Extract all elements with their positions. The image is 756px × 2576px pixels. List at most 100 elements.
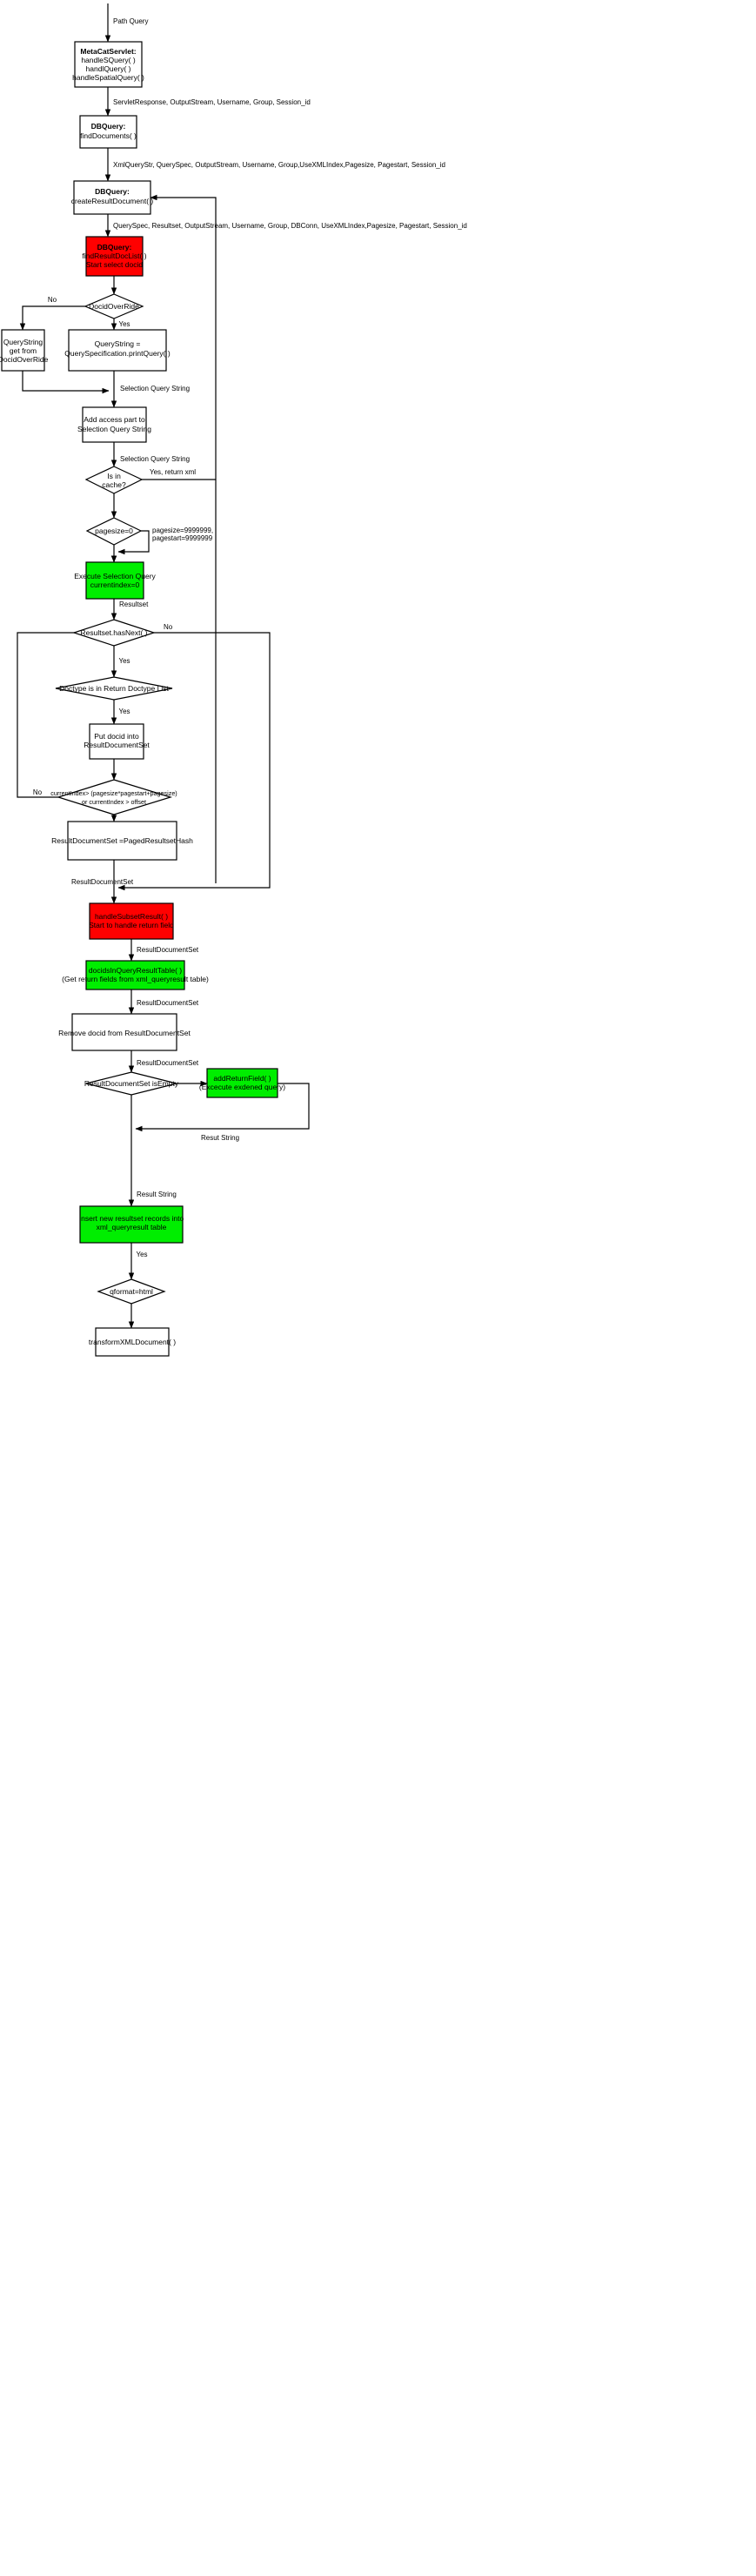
- node-qformat-html-decision[interactable]: qformat=html: [97, 1278, 166, 1305]
- label-pagestart-assign: pagestart=9999999: [152, 534, 213, 542]
- conn-querystring-left-to-junction: [22, 371, 110, 394]
- label-no-3: No: [33, 788, 43, 796]
- node-add-access-part[interactable]: Add access part to Selection Query Strin…: [77, 406, 151, 443]
- label-yes-4: Yes: [136, 1251, 147, 1258]
- removedocid-label: Remove docid from ResultDocumentSet: [58, 1029, 191, 1037]
- node-put-docid[interactable]: Put docid into ResultDocumentSet: [84, 723, 150, 760]
- node-dbquery-findresultdoclist[interactable]: DBQuery: findResultDocList( ) Start sele…: [82, 236, 147, 277]
- docidsinquery-l1: docidsInQueryResultTable( ): [89, 966, 182, 975]
- metacatservlet-line4: handleSpatialQuery( ): [72, 73, 144, 82]
- isempty-label: ResultDocumentSet isEmpty: [84, 1079, 179, 1088]
- cache-l2: cache?: [102, 480, 126, 489]
- hasnext-label: Resultset.hasNext( ): [81, 628, 148, 637]
- node-is-in-cache-decision[interactable]: Is in cache?: [84, 466, 144, 494]
- finddocs-line2: findDocuments( ): [80, 131, 137, 140]
- label-yes-2: Yes: [118, 657, 130, 665]
- execute-l1: Execute Selection Query: [74, 572, 156, 580]
- metacatservlet-line3: handlQuery( ): [86, 64, 131, 73]
- label-selection-query-string-2: Selection Query String: [120, 455, 190, 463]
- label-resultdocumentset-4: ResultDocumentSet: [137, 1059, 199, 1067]
- conn-pagesize-right-loop: [117, 530, 150, 555]
- label-resultdocumentset-3: ResultDocumentSet: [137, 999, 199, 1007]
- label-yes-1: Yes: [118, 320, 130, 328]
- pagedhash-label: ResultDocumentSet =PagedResultsetHash: [51, 836, 193, 845]
- doctype-label: Doctype is in Return Doctype List: [59, 684, 169, 693]
- create-title: DBQuery:: [95, 187, 130, 196]
- conn-hasnext-no-to-join: [117, 632, 271, 891]
- label-selection-query-string-1: Selection Query String: [120, 385, 190, 392]
- label-queryspec-resultset: QuerySpec, Resultset, OutputStream, User…: [113, 222, 467, 230]
- label-result-string-2: Result String: [137, 1191, 177, 1198]
- node-querystring-from-docidoverride[interactable]: QueryString get from DocidOverRide: [0, 329, 49, 372]
- node-execute-selection-query[interactable]: Execute Selection Query currentindex=0: [74, 561, 157, 600]
- qs-right-l1: QueryString =: [95, 339, 141, 348]
- qs-left-l3: DocidOverRide: [0, 355, 49, 364]
- addaccess-l2: Selection Query String: [77, 425, 151, 433]
- findresultdoclist-line2: findResultDocList( ): [82, 252, 146, 260]
- label-resut-string-1: Resut String: [201, 1134, 239, 1142]
- putdocid-l1: Put docid into: [94, 732, 139, 741]
- label-servlet-response: ServletResponse, OutputStream, Username,…: [113, 98, 311, 106]
- insert-l2: xml_queryresult table: [97, 1223, 167, 1231]
- findresultdoclist-line3: Start select docid: [86, 260, 143, 269]
- node-metacatservlet[interactable]: MetaCatServlet: handleSQuery( ) handlQue…: [72, 41, 144, 88]
- node-add-return-field[interactable]: addReturnField( ) (Excecute exdened quer…: [199, 1068, 285, 1098]
- conn-cond-no-loop-back: [17, 629, 106, 798]
- node-pagesize-zero-decision[interactable]: pagesize=0: [85, 517, 143, 546]
- label-yes-return-xml: Yes, return xml: [150, 468, 196, 476]
- handlesubset-l2: Start to handle return field: [89, 921, 174, 929]
- handlesubset-l1: handleSubsetResult( ): [95, 912, 168, 921]
- label-path-query: Path Query: [113, 17, 148, 25]
- label-resultset: Resultset: [119, 600, 149, 608]
- node-doctype-in-list-decision[interactable]: Doctype is in Return Doctype List: [55, 676, 173, 701]
- finddocs-title: DBQuery:: [91, 122, 126, 131]
- cond-l2: or currentIndex > offset: [82, 798, 146, 806]
- addreturnfield-l1: addReturnField( ): [213, 1074, 271, 1083]
- node-insert-new-resultset-records[interactable]: Insert new resultset records into xml_qu…: [79, 1205, 184, 1244]
- metacatservlet-title: MetaCatServlet:: [80, 47, 136, 56]
- label-resultdocumentset-2: ResultDocumentSet: [137, 946, 199, 954]
- transform-label: transformXMLDocument( ): [89, 1338, 176, 1346]
- node-paged-resultset-hash[interactable]: ResultDocumentSet =PagedResultsetHash: [51, 821, 193, 861]
- conn-addreturnfield-loop: [135, 1083, 310, 1132]
- metacatservlet-line2: handleSQuery( ): [81, 56, 136, 64]
- label-resultdocumentset-1: ResultDocumentSet: [71, 878, 134, 886]
- qs-left-l2: get from: [10, 346, 37, 355]
- node-dbquery-finddocuments[interactable]: DBQuery: findDocuments( ): [79, 115, 137, 149]
- findresultdoclist-title: DBQuery:: [97, 243, 132, 252]
- node-docids-in-query-result-table[interactable]: docidsInQueryResultTable( ) (Get return …: [62, 960, 209, 990]
- label-yes-3: Yes: [118, 708, 130, 715]
- execute-l2: currentindex=0: [90, 580, 140, 589]
- label-no-2: No: [164, 623, 173, 631]
- node-currentindex-condition-decision[interactable]: currentIndex> (pagesize*pagestart+pagesi…: [50, 779, 177, 815]
- docidoverride-label: DocidOverRide: [89, 302, 139, 311]
- qs-left-l1: QueryString: [3, 338, 43, 346]
- node-handle-subset-result[interactable]: handleSubsetResult( ) Start to handle re…: [89, 902, 174, 940]
- addreturnfield-l2: (Excecute exdened query): [199, 1083, 285, 1091]
- node-transform-xml-document[interactable]: transformXMLDocument( ): [89, 1327, 176, 1357]
- qs-right-l2: QuerySpecification.printQuery( ): [64, 349, 171, 358]
- insert-l1: Insert new resultset records into: [79, 1214, 184, 1223]
- label-pagesize-assign: pagesize=9999999,: [152, 527, 213, 534]
- label-no-1: No: [48, 296, 57, 304]
- edge-label-layer: Path Query ServletResponse, OutputStream…: [33, 17, 467, 1258]
- node-resultdocumentset-isempty-decision[interactable]: ResultDocumentSet isEmpty: [84, 1071, 179, 1096]
- cache-l1: Is in: [107, 472, 121, 480]
- conn-cache-return-to-create: [150, 194, 217, 883]
- node-dbquery-createresultdocument[interactable]: DBQuery: createResultDocument( ): [71, 180, 154, 215]
- label-xmlquerystr: XmlQueryStr, QuerySpec, OutputStream, Us…: [113, 161, 445, 169]
- node-querystring-printquery[interactable]: QueryString = QuerySpecification.printQu…: [64, 329, 171, 372]
- node-resultset-hasnext-decision[interactable]: Resultset.hasNext( ): [72, 619, 156, 647]
- pagesize-label: pagesize=0: [95, 527, 133, 535]
- qformat-label: qformat=html: [110, 1287, 153, 1296]
- cond-l1: currentIndex> (pagesize*pagestart+pagesi…: [50, 789, 177, 797]
- conn-docidoverride-no: [19, 305, 85, 331]
- node-docidoverride-decision[interactable]: DocidOverRide: [84, 293, 144, 319]
- putdocid-l2: ResultDocumentSet: [84, 741, 150, 749]
- docidsinquery-l2: (Get return fields from xml_queryresult …: [62, 975, 209, 983]
- connector-layer: [17, 3, 310, 1329]
- addaccess-l1: Add access part to: [84, 415, 145, 424]
- node-remove-docid[interactable]: Remove docid from ResultDocumentSet: [58, 1013, 191, 1051]
